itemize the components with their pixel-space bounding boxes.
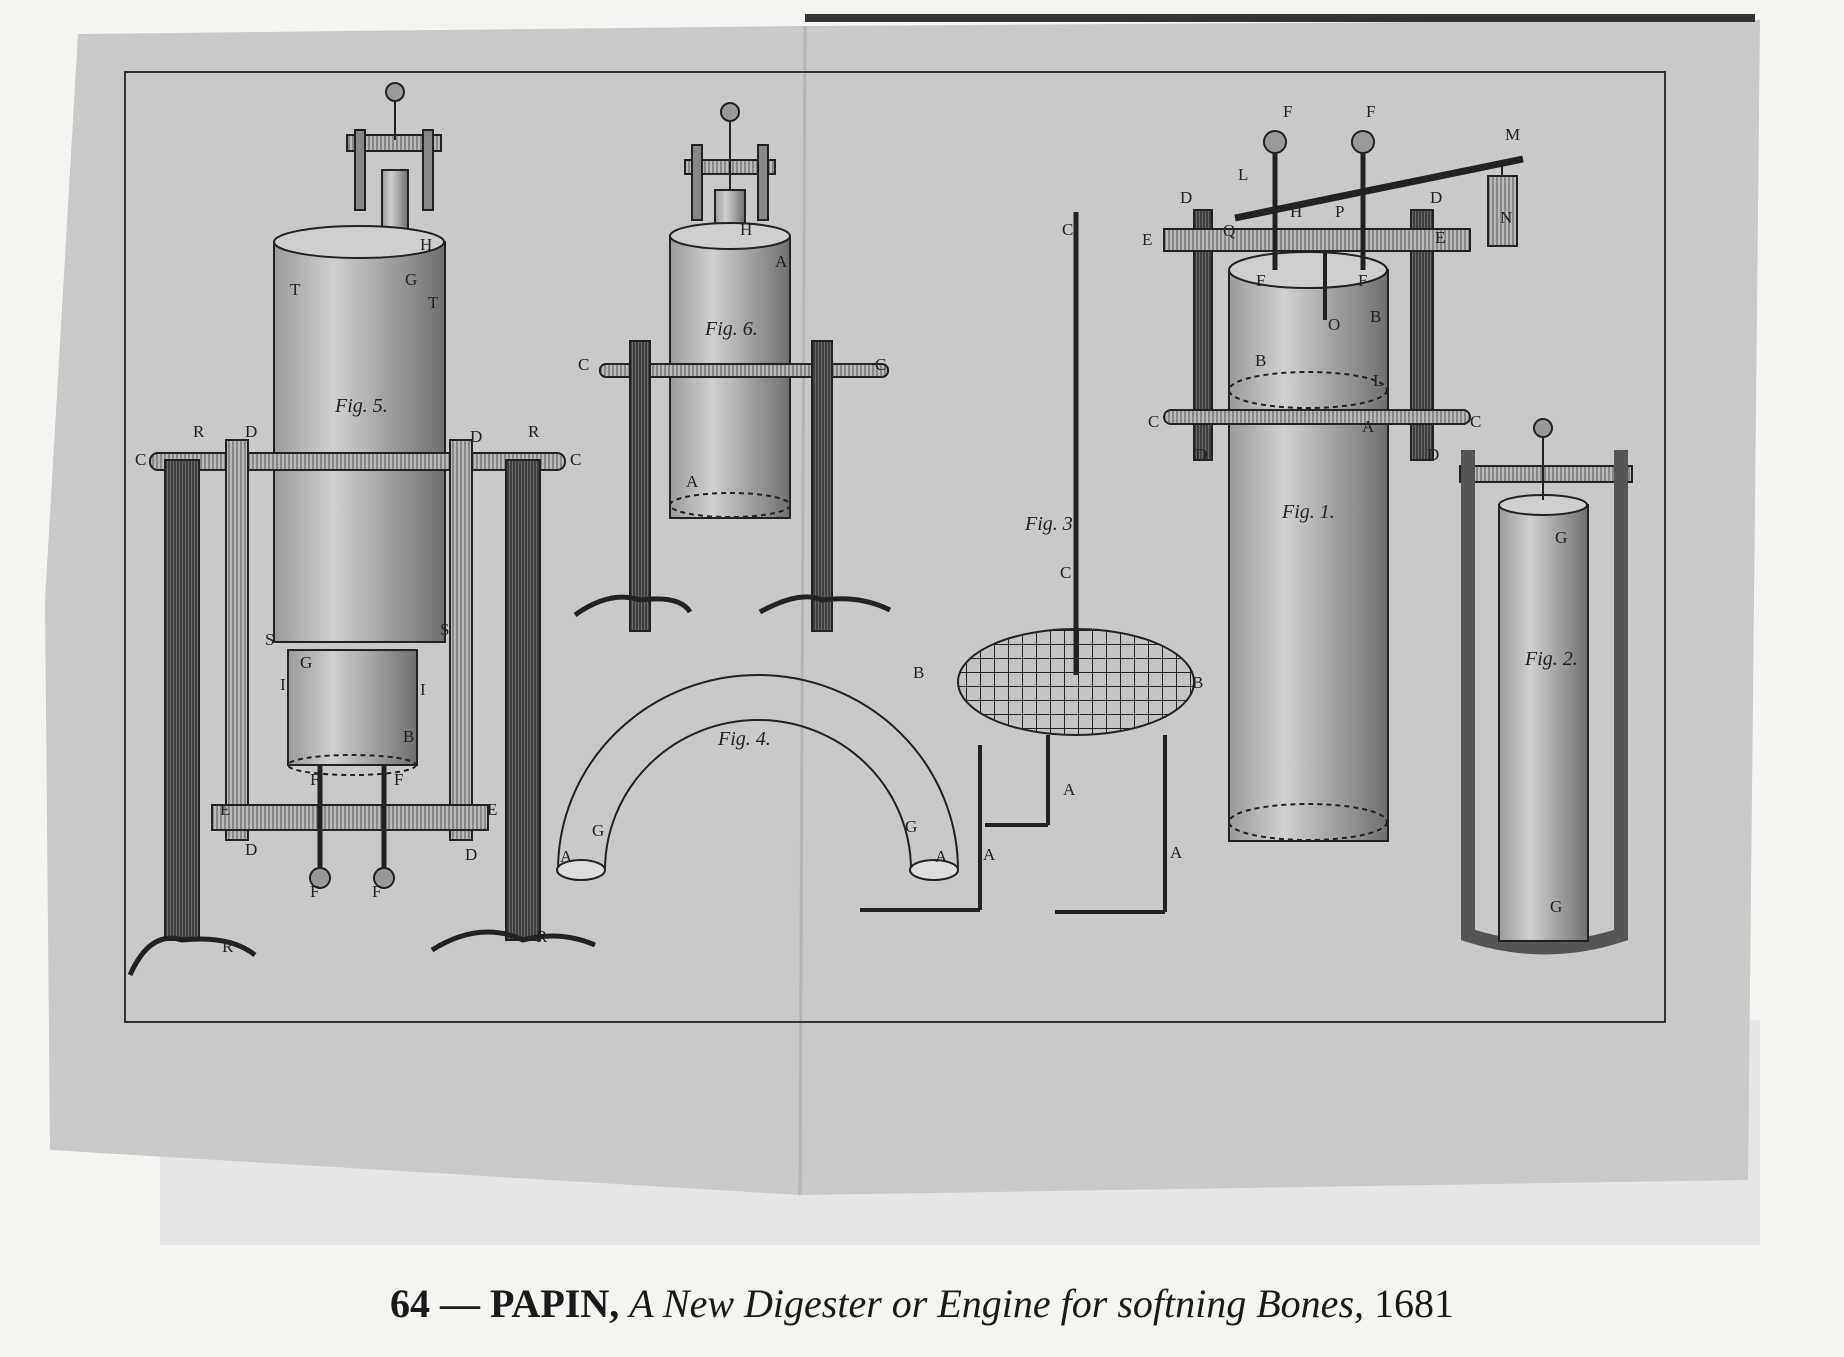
reference-letter: R <box>193 422 205 441</box>
figure-5 <box>127 82 596 977</box>
reference-letter: G <box>905 817 917 836</box>
reference-letter: D <box>245 422 257 441</box>
figure-1 <box>1163 130 1524 842</box>
reference-letter: C <box>875 355 886 374</box>
reference-letter: G <box>405 270 417 289</box>
reference-letter: F <box>394 770 403 789</box>
figure-4 <box>556 674 959 881</box>
reference-letter: G <box>1555 528 1567 547</box>
reference-letter: D <box>1430 188 1442 207</box>
figure-2 <box>1459 418 1633 955</box>
reference-letter: S <box>440 620 449 639</box>
reference-letter: F <box>1358 271 1367 290</box>
reference-letter: G <box>1550 897 1562 916</box>
reference-letter: B <box>913 663 924 682</box>
plate-border <box>124 71 1666 1023</box>
reference-letter: F <box>372 882 381 901</box>
reference-letter: C <box>1060 563 1071 582</box>
reference-letter: L <box>1238 165 1248 184</box>
fig3-label: Fig. 3. <box>1024 513 1078 535</box>
reference-letter: Q <box>1223 221 1235 240</box>
reference-letter: C <box>570 450 581 469</box>
book-edge <box>805 14 1755 22</box>
reference-letter: G <box>300 653 312 672</box>
reference-letter: D <box>245 840 257 859</box>
reference-letter: C <box>135 450 146 469</box>
reference-letter: B <box>1192 673 1203 692</box>
reference-letter: E <box>220 800 230 819</box>
reference-letter: H <box>740 220 752 239</box>
figure-3 <box>860 212 1195 914</box>
reference-letter: I <box>280 675 286 694</box>
reference-letter: A <box>1170 843 1183 862</box>
reference-letter: B <box>403 727 414 746</box>
reference-letter: C <box>1062 220 1073 239</box>
reference-letter: H <box>1290 202 1302 221</box>
reference-letter: N <box>1500 208 1512 227</box>
reference-letter: S <box>265 630 274 649</box>
reference-letter: A <box>686 472 699 491</box>
reference-letter: D <box>1195 445 1207 464</box>
reference-letter: C <box>1470 412 1481 431</box>
reference-letter: O <box>1328 315 1340 334</box>
reference-letter: T <box>428 293 439 312</box>
reference-letter: E <box>487 800 497 819</box>
reference-letter: D <box>470 427 482 446</box>
reference-letter: A <box>775 252 788 271</box>
reference-letter: G <box>592 821 604 840</box>
reference-letter: A <box>560 847 573 866</box>
reference-letter: C <box>1148 412 1159 431</box>
reference-letter: L <box>1373 371 1383 390</box>
reference-letter: E <box>1435 228 1445 247</box>
reference-letter: R <box>222 937 234 956</box>
fig2-label: Fig. 2. <box>1524 648 1578 670</box>
caption-author: PAPIN, <box>489 1281 620 1326</box>
reference-letter: A <box>935 847 948 866</box>
caption: 64 — PAPIN, A New Digester or Engine for… <box>0 1280 1844 1327</box>
figure-6 <box>573 102 892 632</box>
reference-letter: C <box>578 355 589 374</box>
reference-letter: B <box>1370 307 1381 326</box>
page-fold <box>798 25 807 1196</box>
reference-letter: F <box>1256 271 1265 290</box>
fig6-label: Fig. 6. <box>704 318 758 340</box>
reference-letter: D <box>1427 445 1439 464</box>
reference-letter: A <box>1362 417 1375 436</box>
reference-letter: F <box>310 882 319 901</box>
reference-letter: D <box>465 845 477 864</box>
reference-letter: A <box>983 845 996 864</box>
reference-letter: P <box>1335 202 1344 221</box>
reference-letter: E <box>1142 230 1152 249</box>
reference-letter: F <box>1283 102 1292 121</box>
reference-letter: A <box>1063 780 1076 799</box>
fig4-label: Fig. 4. <box>717 728 771 750</box>
reference-letter: T <box>290 280 301 299</box>
reference-letter: B <box>1255 351 1266 370</box>
reference-letter: M <box>1505 125 1520 144</box>
reference-letter: R <box>528 422 540 441</box>
fig5-label: Fig. 5. <box>334 395 388 417</box>
reference-letter: R <box>536 927 548 946</box>
reference-letter: D <box>1180 188 1192 207</box>
fig1-label: Fig. 1. <box>1281 501 1335 523</box>
reference-letter: F <box>310 770 319 789</box>
caption-number: 64 — <box>389 1281 480 1326</box>
reference-letter: I <box>420 680 426 699</box>
reference-letter: H <box>420 235 432 254</box>
caption-year: 1681 <box>1374 1281 1455 1326</box>
caption-title: A New Digester or Engine for softning Bo… <box>629 1281 1365 1326</box>
reference-letter: F <box>1366 102 1375 121</box>
